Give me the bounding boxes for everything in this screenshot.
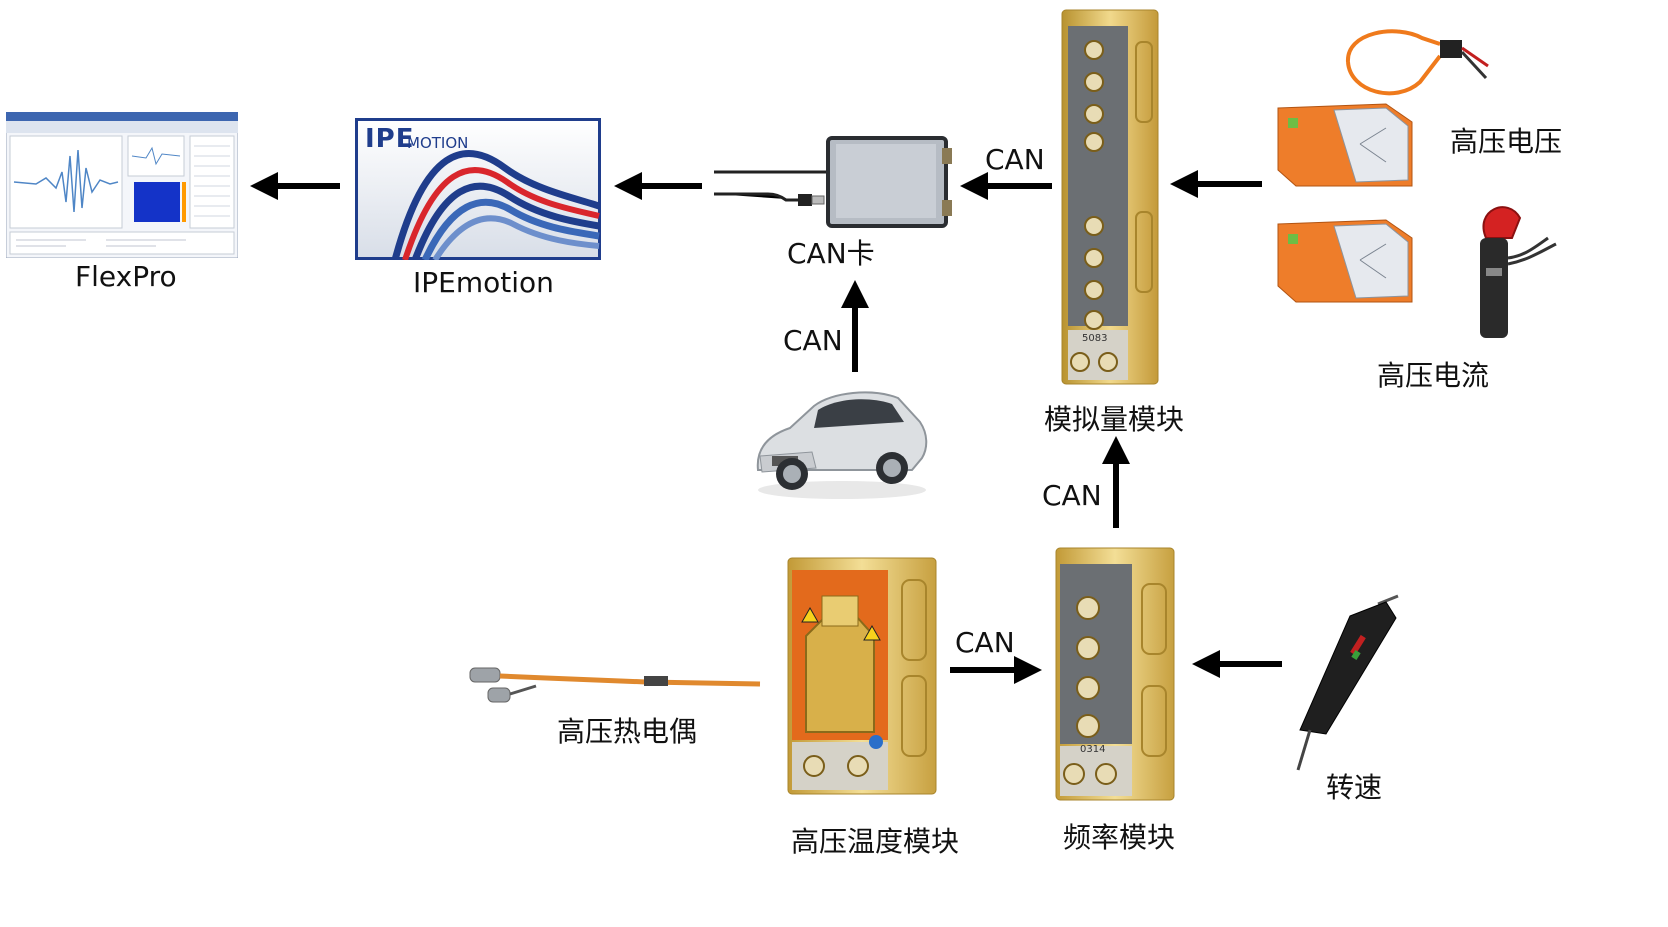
arrow-right-icon (950, 656, 1042, 684)
arrow-left-icon (250, 172, 340, 200)
hv-thermocouple-label: 高压热电偶 (557, 715, 698, 748)
arrow-up-icon (841, 280, 869, 372)
hv-temp-module-device (786, 556, 938, 796)
flexpro-screenshot (6, 112, 238, 258)
analog-module-number: 5083 (1082, 333, 1108, 344)
hv-temp-module-label: 高压温度模块 (791, 825, 960, 858)
speed-sensor (1290, 594, 1410, 774)
can-label-freq: CAN (1042, 479, 1102, 512)
can-label-car: CAN (783, 324, 843, 357)
hv-current-module (1276, 214, 1416, 306)
flexpro-label: FlexPro (75, 260, 177, 293)
arrow-left-icon (1170, 170, 1262, 198)
can-card-device (708, 134, 958, 234)
arrow-left-icon (614, 172, 702, 200)
analog-module-label: 模拟量模块 (1044, 403, 1185, 436)
ipemotion-logo-box: IPE MOTION (355, 118, 601, 260)
hv-voltage-label: 高压电压 (1450, 125, 1563, 158)
can-label-temp: CAN (955, 626, 1015, 659)
hv-voltage-module (1276, 98, 1416, 190)
vehicle-image (752, 378, 930, 502)
arrow-left-icon (1192, 650, 1282, 678)
arrow-up-icon (1102, 436, 1130, 528)
freq-module-device: 0314 (1054, 546, 1176, 802)
freq-module-number: 0314 (1080, 744, 1106, 755)
hv-thermocouple-cable (466, 656, 766, 720)
can-card-label: CAN卡 (787, 237, 875, 270)
arrow-left-icon (960, 172, 1052, 200)
speed-label: 转速 (1326, 771, 1383, 804)
ipemotion-label: IPEmotion (413, 266, 554, 299)
current-clamp (1464, 198, 1564, 348)
motion-logo-text: MOTION (407, 134, 469, 152)
can-label-analog: CAN (985, 143, 1045, 176)
ipe-logo-text: IPE (365, 124, 415, 154)
hv-voltage-cable (1336, 22, 1496, 112)
freq-module-label: 频率模块 (1063, 821, 1176, 854)
hv-current-label: 高压电流 (1377, 359, 1490, 392)
analog-module-device: 5083 (1060, 8, 1160, 386)
